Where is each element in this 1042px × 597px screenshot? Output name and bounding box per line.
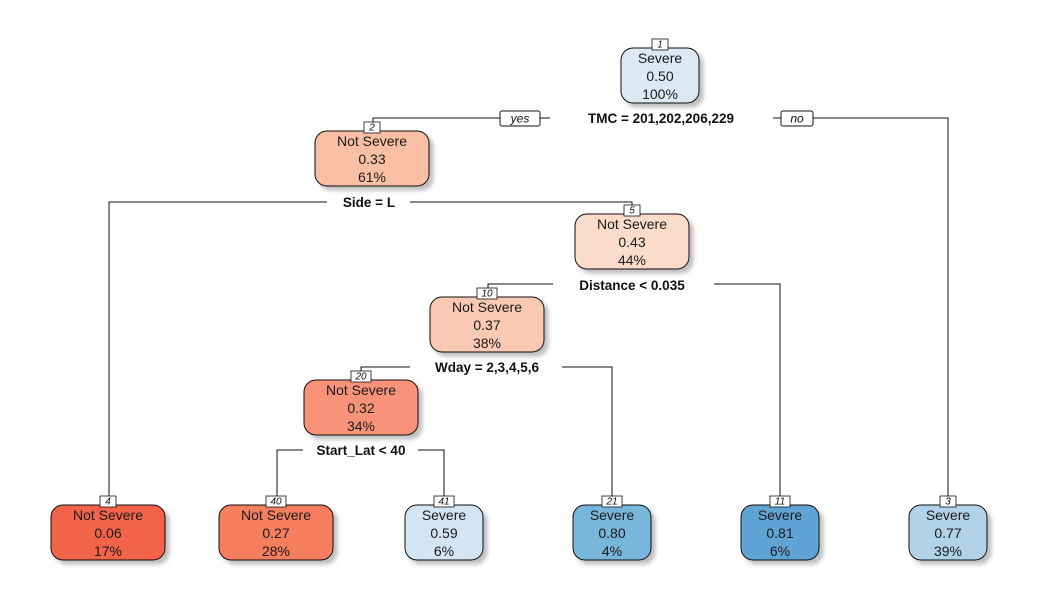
node-number: 21 bbox=[605, 497, 617, 508]
edge-2-5 bbox=[410, 201, 633, 208]
node-number-tag bbox=[651, 38, 669, 51]
yes-label: yes bbox=[510, 112, 530, 126]
node-number-tag bbox=[476, 287, 498, 300]
node-pct: 34% bbox=[347, 418, 375, 434]
node-prob: 0.06 bbox=[94, 525, 121, 541]
node-label: Severe bbox=[422, 507, 467, 523]
node-pct: 6% bbox=[770, 543, 790, 559]
node-pct: 44% bbox=[618, 252, 646, 268]
node-prob: 0.50 bbox=[646, 68, 673, 84]
node-label: Not Severe bbox=[73, 507, 143, 523]
node-number: 2 bbox=[368, 123, 375, 134]
no-label-group: no bbox=[780, 110, 814, 127]
node-pct: 38% bbox=[473, 335, 501, 351]
split-label-side: Side = L bbox=[343, 195, 395, 210]
node-pct: 39% bbox=[934, 543, 962, 559]
node-number-tag bbox=[265, 495, 287, 508]
edge-1-3 bbox=[813, 117, 949, 500]
node-label: Severe bbox=[758, 507, 803, 523]
no-label: no bbox=[790, 112, 804, 126]
node-prob: 0.77 bbox=[934, 525, 961, 541]
node-number: 41 bbox=[438, 497, 449, 508]
node-number-tag bbox=[433, 495, 455, 508]
edge-10-21 bbox=[562, 366, 613, 500]
yes-label-group: yes bbox=[499, 110, 541, 127]
node-number: 20 bbox=[354, 372, 367, 383]
edge-2-4 bbox=[108, 201, 327, 500]
node-label: Not Severe bbox=[337, 133, 407, 149]
edge-5-11 bbox=[714, 283, 781, 500]
node-number: 4 bbox=[105, 497, 111, 508]
node-number-tag bbox=[769, 495, 791, 508]
split-label-tmc: TMC = 201,202,206,229 bbox=[588, 111, 734, 126]
node-label: Not Severe bbox=[241, 507, 311, 523]
node-prob: 0.81 bbox=[766, 525, 793, 541]
node-prob: 0.59 bbox=[430, 525, 457, 541]
node-label: Severe bbox=[926, 507, 971, 523]
node-pct: 6% bbox=[434, 543, 454, 559]
split-label-start-lat: Start_Lat < 40 bbox=[317, 443, 406, 458]
edge-20-40 bbox=[276, 449, 303, 500]
node-prob: 0.37 bbox=[473, 317, 500, 333]
tree-edges bbox=[108, 117, 949, 500]
node-pct: 4% bbox=[602, 543, 622, 559]
node-number-tag bbox=[363, 121, 381, 134]
node-label: Severe bbox=[638, 50, 683, 66]
node-label: Not Severe bbox=[326, 382, 396, 398]
node-number: 11 bbox=[775, 497, 785, 508]
node-prob: 0.80 bbox=[598, 525, 625, 541]
edge-20-41 bbox=[418, 449, 445, 500]
edge-1-2 bbox=[372, 117, 500, 127]
node-number-tag bbox=[623, 204, 641, 217]
node-number-tag bbox=[601, 495, 623, 508]
node-pct: 28% bbox=[262, 543, 290, 559]
split-label-distance: Distance < 0.035 bbox=[579, 278, 685, 293]
split-label-wday: Wday = 2,3,4,5,6 bbox=[435, 360, 539, 375]
node-prob: 0.32 bbox=[347, 400, 374, 416]
node-label: Not Severe bbox=[597, 216, 667, 232]
node-prob: 0.43 bbox=[618, 234, 645, 250]
node-pct: 61% bbox=[358, 169, 386, 185]
edge-5-10 bbox=[487, 283, 553, 292]
node-label: Severe bbox=[590, 507, 635, 523]
node-prob: 0.33 bbox=[358, 151, 385, 167]
node-pct: 17% bbox=[94, 543, 122, 559]
node-number-tag bbox=[350, 370, 372, 383]
node-number: 5 bbox=[629, 206, 635, 217]
node-number-tag bbox=[99, 495, 117, 508]
node-number: 1 bbox=[657, 40, 663, 51]
node-number: 10 bbox=[481, 289, 493, 300]
node-number: 3 bbox=[945, 497, 951, 508]
node-prob: 0.27 bbox=[262, 525, 289, 541]
node-pct: 100% bbox=[642, 86, 678, 102]
node-label: Not Severe bbox=[452, 299, 522, 315]
node-number: 40 bbox=[270, 497, 282, 508]
node-number-tag bbox=[939, 495, 957, 508]
